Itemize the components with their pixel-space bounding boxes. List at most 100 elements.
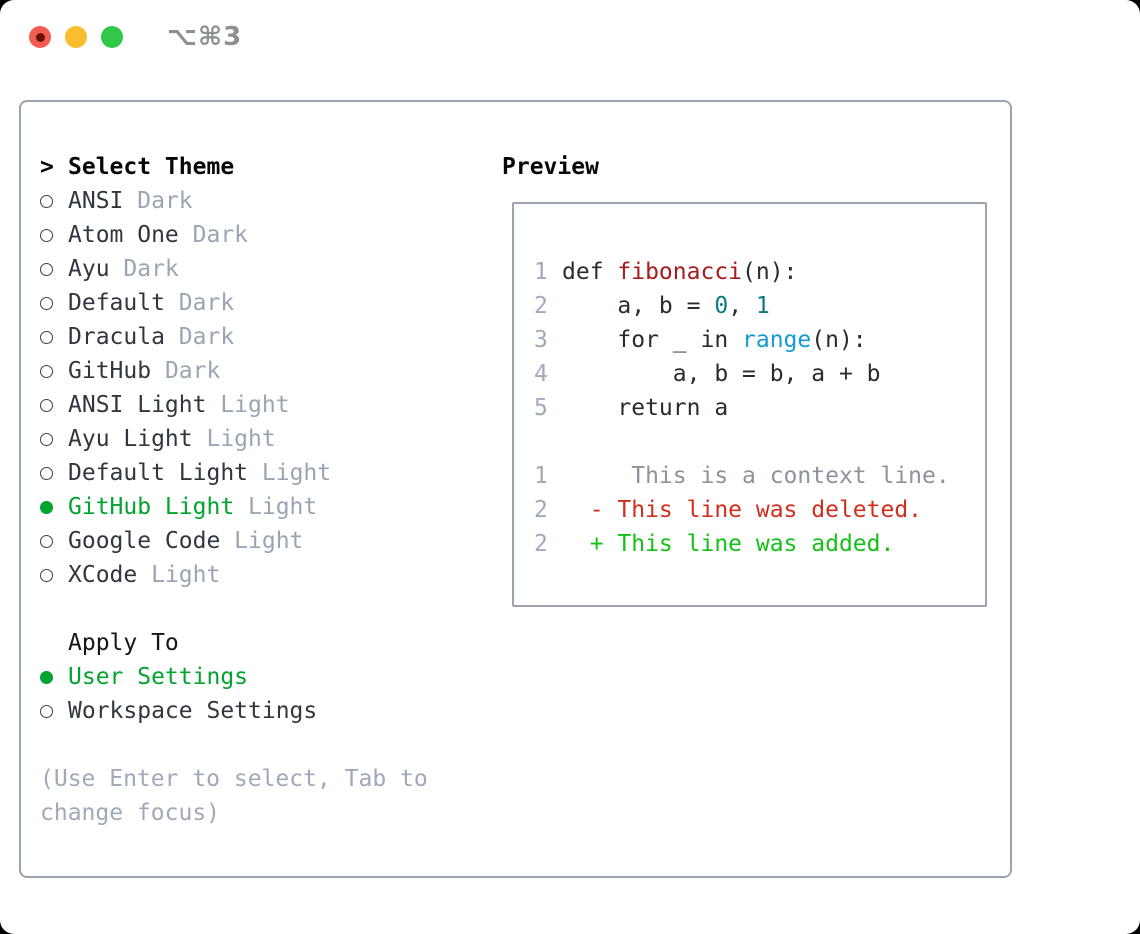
radio-icon bbox=[40, 262, 53, 276]
theme-variant-tag: Light bbox=[151, 562, 221, 588]
token-code: for _ in bbox=[562, 327, 743, 353]
apply-option-label: Workspace Settings bbox=[68, 698, 318, 724]
line-content: for _ in range(n): bbox=[562, 327, 866, 353]
code-line: 4 a, b = b, a + b bbox=[534, 357, 985, 391]
theme-option-ayu-light[interactable]: Ayu Light Light bbox=[40, 422, 428, 456]
theme-option-xcode[interactable]: XCode Light bbox=[40, 558, 428, 592]
line-content: return a bbox=[562, 395, 728, 421]
theme-option-github[interactable]: GitHub Dark bbox=[40, 354, 428, 388]
minimize-button[interactable] bbox=[65, 26, 87, 48]
token-deleted: - This line was deleted. bbox=[562, 497, 923, 523]
radio-icon bbox=[40, 568, 53, 582]
radio-icon bbox=[40, 194, 53, 208]
preview-label: Preview bbox=[502, 154, 599, 180]
prompt-icon: > bbox=[40, 154, 54, 180]
theme-option-github-light[interactable]: GitHub Light Light bbox=[40, 490, 428, 524]
hint-line: (Use Enter to select, Tab to bbox=[40, 766, 428, 792]
token-context: This is a context line. bbox=[562, 463, 950, 489]
blank-line bbox=[534, 425, 985, 459]
theme-option-atom-one[interactable]: Atom One Dark bbox=[40, 218, 428, 252]
theme-option-default[interactable]: Default Dark bbox=[40, 286, 428, 320]
radio-marker bbox=[40, 422, 68, 456]
line-content: + This line was added. bbox=[562, 531, 895, 557]
line-content: a, b = b, a + b bbox=[562, 361, 881, 387]
theme-option-text: Default Light Light bbox=[68, 460, 331, 486]
radio-marker bbox=[40, 524, 68, 558]
apply-option-user-settings[interactable]: User Settings bbox=[40, 660, 428, 694]
line-number: 2 bbox=[534, 293, 548, 319]
code-line: 3 for _ in range(n): bbox=[534, 323, 985, 357]
radio-marker bbox=[40, 694, 68, 728]
theme-option-ansi-light[interactable]: ANSI Light Light bbox=[40, 388, 428, 422]
theme-option-text: Google Code Light bbox=[68, 528, 303, 554]
token-num: 0 bbox=[714, 293, 729, 319]
theme-option-ayu[interactable]: Ayu Dark bbox=[40, 252, 428, 286]
theme-name: Dracula bbox=[68, 324, 179, 350]
radio-icon bbox=[40, 398, 53, 412]
select-theme-header: > Select Theme bbox=[40, 150, 428, 184]
maximize-button[interactable] bbox=[101, 26, 123, 48]
theme-name: Atom One bbox=[68, 222, 193, 248]
theme-option-text: ANSI Dark bbox=[68, 188, 193, 214]
theme-name: Ayu Light bbox=[68, 426, 207, 452]
radio-icon bbox=[40, 432, 53, 446]
theme-option-text: GitHub Light Light bbox=[68, 494, 317, 520]
theme-variant-tag: Dark bbox=[178, 290, 235, 316]
radio-marker bbox=[40, 490, 68, 524]
radio-icon bbox=[40, 228, 53, 242]
radio-marker bbox=[40, 558, 68, 592]
theme-variant-tag: Light bbox=[234, 528, 304, 554]
apply-option-workspace-settings[interactable]: Workspace Settings bbox=[40, 694, 428, 728]
theme-variant-tag: Dark bbox=[178, 324, 235, 350]
theme-option-default-light[interactable]: Default Light Light bbox=[40, 456, 428, 490]
radio-icon bbox=[40, 296, 53, 310]
theme-name: ANSI Light bbox=[68, 392, 221, 418]
token-code: (n): bbox=[742, 259, 798, 285]
radio-marker bbox=[40, 252, 68, 286]
blank-line bbox=[534, 221, 985, 255]
theme-option-text: ANSI Light Light bbox=[68, 392, 290, 418]
close-button[interactable] bbox=[29, 26, 51, 48]
diff-line: 2 - This line was deleted. bbox=[534, 493, 985, 527]
theme-variant-tag: Dark bbox=[192, 222, 249, 248]
radio-marker bbox=[40, 320, 68, 354]
theme-name: Ayu bbox=[68, 256, 124, 282]
theme-option-ansi[interactable]: ANSI Dark bbox=[40, 184, 428, 218]
theme-name: GitHub bbox=[68, 358, 165, 384]
line-content: - This line was deleted. bbox=[562, 497, 922, 523]
line-number: 1 bbox=[534, 259, 548, 285]
theme-variant-tag: Light bbox=[206, 426, 276, 452]
radio-selected-icon bbox=[40, 500, 53, 514]
theme-name: GitHub Light bbox=[68, 494, 249, 520]
radio-marker bbox=[40, 456, 68, 490]
line-number: 4 bbox=[534, 361, 548, 387]
token-func: fibonacci bbox=[617, 259, 743, 285]
theme-option-dracula[interactable]: Dracula Dark bbox=[40, 320, 428, 354]
theme-option-text: XCode Light bbox=[68, 562, 220, 588]
diff-line: 1 This is a context line. bbox=[534, 459, 985, 493]
radio-icon bbox=[40, 330, 53, 344]
line-number: 2 bbox=[534, 497, 548, 523]
radio-marker bbox=[40, 660, 68, 694]
line-number: 3 bbox=[534, 327, 548, 353]
preview-header: Preview bbox=[502, 150, 987, 184]
apply-to-indent bbox=[40, 626, 68, 660]
titlebar: ⌥⌘3 bbox=[0, 0, 1140, 74]
theme-variant-tag: Dark bbox=[164, 358, 221, 384]
line-number: 1 bbox=[534, 463, 548, 489]
diff-line: 2 + This line was added. bbox=[534, 527, 985, 561]
line-content: This is a context line. bbox=[562, 463, 950, 489]
radio-marker bbox=[40, 354, 68, 388]
radio-icon bbox=[40, 466, 53, 480]
radio-marker bbox=[40, 218, 68, 252]
line-number: 5 bbox=[534, 395, 548, 421]
theme-option-google-code[interactable]: Google Code Light bbox=[40, 524, 428, 558]
token-code: , bbox=[728, 293, 756, 319]
